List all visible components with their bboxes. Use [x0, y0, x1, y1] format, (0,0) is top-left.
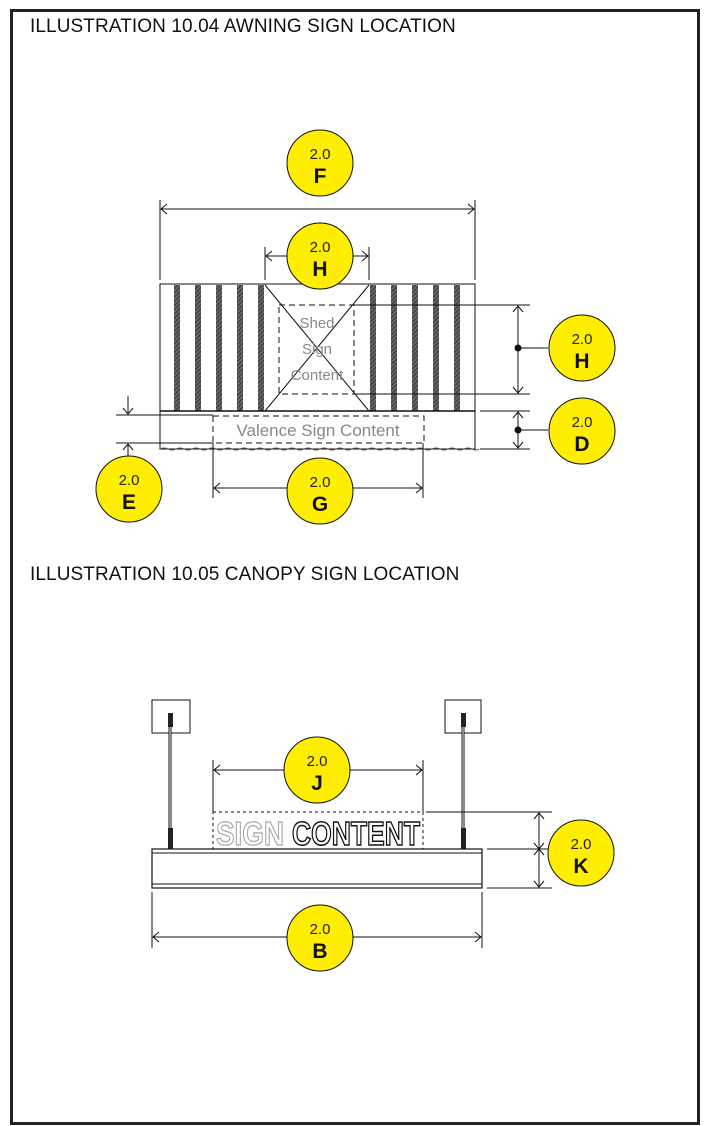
awning-stripe [258, 285, 264, 411]
bubble-letter: E [122, 491, 136, 514]
valence-sign-label: Valence Sign Content [236, 421, 399, 440]
bubble-letter: J [311, 772, 323, 795]
awning-stripe [216, 285, 222, 411]
dimension-bubble-b: 2.0 B [286, 904, 354, 972]
bubble-number: 2.0 [307, 753, 328, 770]
awning-stripe [454, 285, 460, 411]
shed-sign-label-line-3: Content [291, 367, 344, 384]
awning-stripe [433, 285, 439, 411]
bubble-number: 2.0 [310, 239, 331, 256]
dimension-bubble-h-side: 2.0 H [548, 314, 616, 382]
sign-word-content: CONTENT [292, 815, 420, 852]
bubble-number: 2.0 [310, 146, 331, 163]
canopy-illustration-title: ILLUSTRATION 10.05 CANOPY SIGN LOCATION [30, 564, 460, 585]
bubble-letter: H [312, 258, 327, 281]
awning-stripe [412, 285, 418, 411]
awning-illustration-title: ILLUSTRATION 10.04 AWNING SIGN LOCATION [30, 16, 456, 37]
dimension-line-f [159, 200, 476, 280]
dimension-bubble-e: 2.0 E [95, 455, 163, 523]
dimension-bubble-d: 2.0 D [548, 397, 616, 465]
bubble-letter: G [312, 493, 328, 516]
canopy-sign-content: SIGN CONTENT [212, 811, 424, 853]
canopy-body [151, 848, 483, 889]
dimension-bubble-g: 2.0 G [286, 457, 354, 525]
awning-body [159, 283, 480, 451]
hanger-left [151, 699, 191, 850]
awning-stripe [174, 285, 180, 411]
dimension-bubble-k: 2.0 K [547, 819, 615, 887]
shed-sign-label-line-2: Sign [302, 341, 332, 358]
awning-stripe [370, 285, 376, 411]
illustration-frame [10, 9, 700, 1125]
canopy-diagram: SIGN CONTENT [151, 699, 558, 948]
awning-stripe [237, 285, 243, 411]
dimension-bubble-f: 2.0 F [286, 129, 354, 197]
dimension-line-h-side [354, 304, 548, 395]
valence-sign-content-area: Valence Sign Content [212, 415, 425, 444]
dimension-bubble-h-top: 2.0 H [286, 222, 354, 290]
bubble-number: 2.0 [119, 472, 140, 489]
bubble-letter: B [312, 940, 327, 963]
bubble-number: 2.0 [572, 414, 593, 431]
dimension-line-d [480, 410, 548, 450]
bubble-letter: F [314, 165, 327, 188]
awning-stripe [195, 285, 201, 411]
hanger-right [444, 699, 482, 850]
dimension-bubble-j: 2.0 J [283, 736, 351, 804]
shed-sign-label-line-1: Shed [299, 315, 334, 332]
bubble-number: 2.0 [571, 836, 592, 853]
dimension-line-e [116, 396, 213, 462]
bubble-number: 2.0 [310, 474, 331, 491]
sign-word-sign: SIGN [216, 815, 284, 852]
shed-sign-content-area: Shed Sign Content [278, 304, 355, 395]
bubble-letter: K [573, 855, 588, 878]
bubble-letter: H [574, 350, 589, 373]
awning-stripe [391, 285, 397, 411]
awning-diagram: Shed Sign Content Valence Sign Content [116, 200, 548, 498]
bubble-letter: D [574, 433, 589, 456]
bubble-number: 2.0 [310, 921, 331, 938]
bubble-number: 2.0 [572, 331, 593, 348]
